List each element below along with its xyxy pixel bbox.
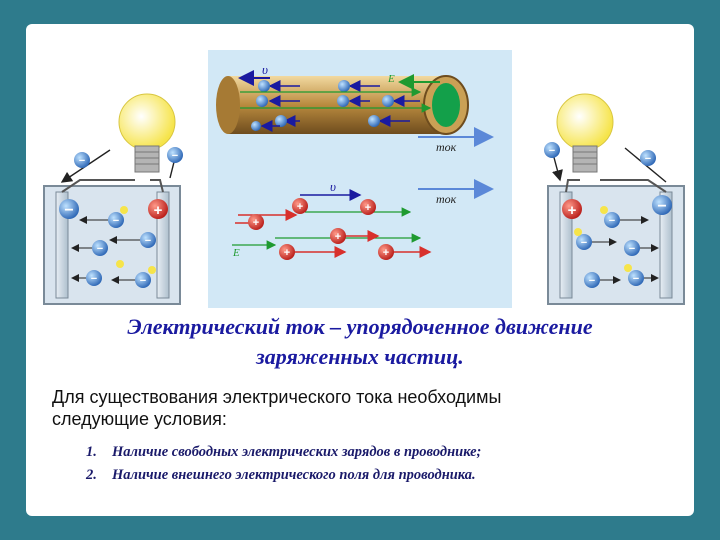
intro-line-1: Для существования электрического тока не… (52, 387, 502, 407)
svg-text:−: − (633, 273, 639, 285)
electron-icon (251, 121, 261, 131)
svg-text:+: + (297, 201, 303, 213)
electron-icon (108, 212, 124, 228)
positive-ion-icon (248, 214, 264, 230)
electron-icon (640, 150, 656, 166)
electron-icon (382, 95, 394, 107)
electron-icon (256, 95, 268, 107)
field-label: E (387, 73, 395, 85)
svg-text:+: + (335, 231, 341, 243)
svg-text:+: + (383, 247, 389, 259)
svg-text:+: + (253, 217, 259, 229)
svg-text:−: − (113, 215, 119, 227)
electron-icon (624, 240, 640, 256)
list-item: 2. Наличие внешнего электрического поля д… (86, 464, 481, 487)
svg-text:−: − (172, 150, 178, 162)
electron-icon (628, 270, 644, 286)
svg-text:+: + (365, 202, 371, 214)
electron-icon (59, 199, 79, 219)
svg-text:−: − (589, 275, 595, 287)
current-label-bottom: ток (436, 192, 457, 206)
electron-icon (86, 270, 102, 286)
list-item-text: Наличие свободных электрических зарядов … (112, 444, 482, 460)
list-item-text: Наличие внешнего электрического поля для… (112, 467, 476, 483)
svg-text:−: − (140, 275, 146, 287)
svg-text:−: − (64, 202, 73, 219)
svg-text:−: − (549, 145, 555, 157)
electron-icon (652, 195, 672, 215)
electron-icon (576, 234, 592, 250)
velocity-label-ions: υ (330, 179, 336, 194)
electron-icon (544, 142, 560, 158)
electron-icon (584, 272, 600, 288)
svg-text:−: − (145, 235, 151, 247)
electron-row-3 (240, 103, 432, 132)
electron-icon (258, 80, 270, 92)
current-label-top: ток (436, 140, 457, 154)
svg-text:−: − (91, 273, 97, 285)
list-item-number: 2. (86, 467, 97, 483)
field-label-lower: E (232, 247, 240, 259)
svg-text:+: + (154, 202, 163, 219)
svg-text:−: − (79, 155, 85, 167)
electron-row-1 (258, 80, 380, 92)
list-item-number: 1. (86, 444, 97, 460)
electron-icon (92, 240, 108, 256)
electron-row-2 (240, 87, 422, 107)
electron-icon (275, 115, 287, 127)
positive-ion-icon (562, 199, 582, 219)
positive-ion-icon (360, 199, 376, 215)
slide-title-line-2: заряженных частиц. (256, 344, 464, 369)
intro-line-2: следующие условия: (52, 409, 227, 429)
list-item: 1. Наличие свободных электрических зарядо… (86, 441, 481, 464)
electron-icon (135, 272, 151, 288)
electron-icon (368, 115, 380, 127)
electron-icon (338, 80, 350, 92)
svg-text:−: − (629, 243, 635, 255)
positive-ion-icon (378, 244, 394, 260)
svg-text:+: + (284, 247, 290, 259)
svg-text:+: + (568, 202, 577, 219)
velocity-label: υ (262, 62, 268, 77)
positive-ion-icon (148, 199, 168, 219)
light-bulb-icon (556, 93, 614, 173)
slide-title-line-1: Электрический ток – упорядоченное движен… (127, 314, 593, 339)
electron-icon (74, 152, 90, 168)
right-cell: + − − − − − − − − (544, 93, 685, 305)
positive-ion-icon (279, 244, 295, 260)
light-bulb-icon (118, 93, 176, 173)
electron-icon (140, 232, 156, 248)
positive-ion-icon (292, 198, 308, 214)
intro-text: Для существования электрического тока не… (52, 386, 672, 430)
left-cell: − + − − − − − − − (43, 93, 183, 305)
svg-text:−: − (97, 243, 103, 255)
slide-title: Электрический ток – упорядоченное движен… (0, 312, 720, 372)
conditions-list: 1. Наличие свободных электрических зарядо… (86, 441, 481, 487)
svg-text:−: − (645, 153, 651, 165)
svg-text:−: − (581, 237, 587, 249)
svg-text:−: − (657, 198, 666, 215)
electron-icon (167, 147, 183, 163)
svg-text:−: − (609, 215, 615, 227)
positive-ion-icon (330, 228, 346, 244)
electron-icon (604, 212, 620, 228)
electron-icon (337, 95, 349, 107)
positive-ions: + + + + + + (235, 198, 432, 260)
